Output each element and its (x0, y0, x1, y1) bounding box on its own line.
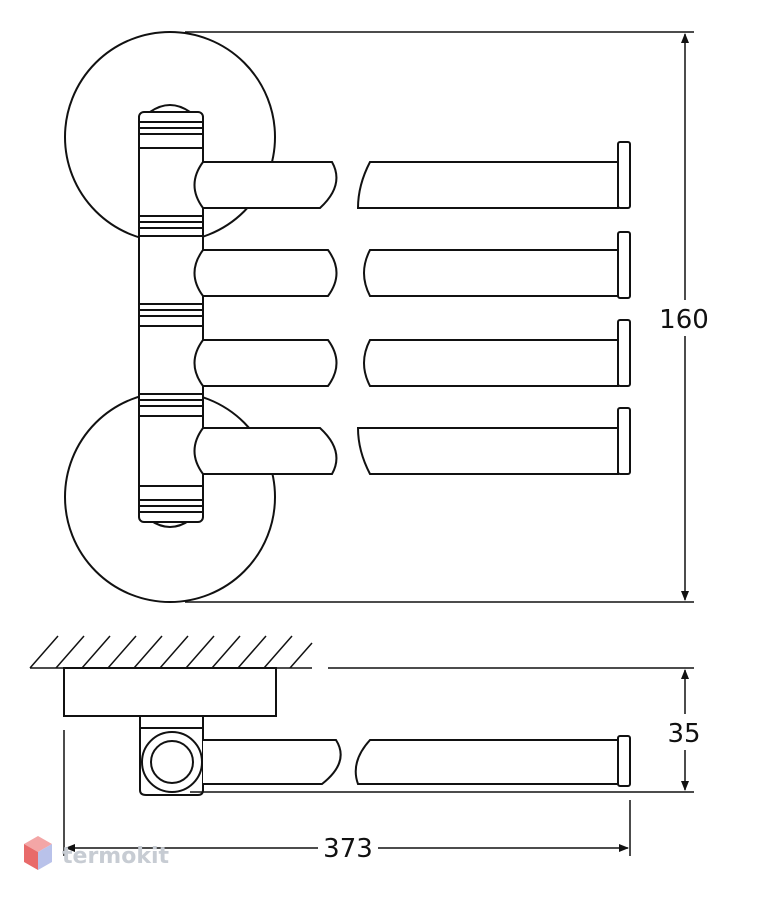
towel-arm-3 (193, 319, 631, 387)
watermark: termokit (24, 836, 169, 870)
height-dimension (185, 31, 694, 603)
wall-hatching (29, 635, 694, 669)
watermark-brand: termokit (62, 844, 169, 869)
hexagon-cube-logo-icon (24, 836, 52, 870)
side-view (29, 635, 694, 796)
width-dimension (63, 730, 631, 856)
depth-dimension-label: 35 (667, 719, 700, 749)
post-inner-ring (150, 740, 194, 784)
towel-arm-4 (193, 407, 631, 475)
depth-dimension (190, 669, 694, 793)
side-flange (63, 667, 277, 717)
swivel-post (138, 104, 204, 528)
front-view (64, 31, 631, 603)
width-dimension-label: 373 (323, 834, 373, 864)
towel-arm-1 (193, 141, 631, 209)
towel-arm-2 (193, 231, 631, 299)
height-dimension-label: 160 (659, 305, 709, 335)
